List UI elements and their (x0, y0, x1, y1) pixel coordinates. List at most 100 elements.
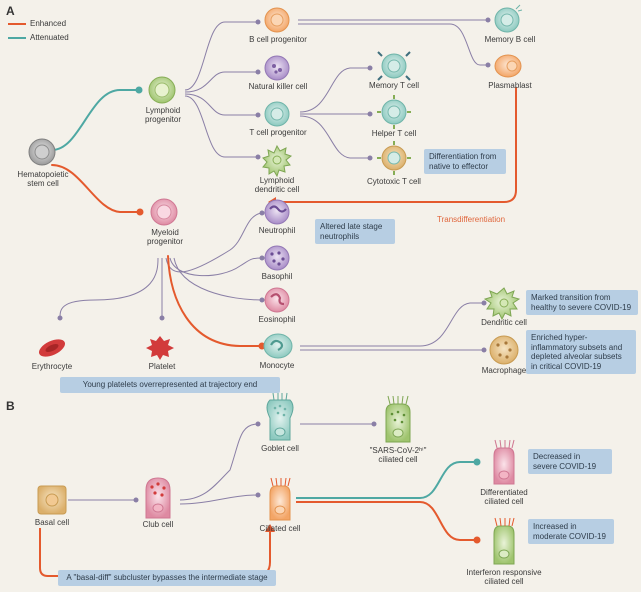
connector-lines-a (59, 19, 488, 351)
dendritic-cell-label: Dendritic cell (481, 318, 527, 327)
lymphoid-progenitor-icon (148, 76, 176, 104)
club-cell-label: Club cell (142, 520, 174, 529)
differentiated-ciliated-label: Differentiated ciliated cell (480, 488, 528, 507)
sars-ciliated-cell-icon (385, 395, 411, 443)
plasmablast-label: Plasmablast (488, 81, 532, 90)
erythrocyte-icon (38, 339, 66, 357)
note-platelets: Young platelets overrepresented at traje… (60, 377, 280, 393)
enhanced-dot-myeloid (136, 208, 144, 216)
enhanced-myeloid-monocyte (167, 255, 263, 347)
myeloid-progenitor-icon (150, 198, 178, 226)
b-cell-progenitor-icon (264, 7, 290, 33)
neutrophil-icon (264, 199, 290, 225)
basophil-label: Basophil (261, 272, 293, 281)
connector-t-progenitor (184, 93, 258, 116)
t-cell-progenitor-icon (264, 101, 290, 127)
connector-basophil (169, 257, 263, 277)
note-dendritic: Marked transition from healthy to severe… (526, 290, 638, 316)
b-cell-progenitor-label: B cell progenitor (249, 35, 307, 44)
connector-plasmablast (298, 23, 488, 66)
helper-t-label: Helper T cell (371, 129, 417, 138)
basal-diff-arrowhead (265, 524, 275, 532)
neutrophil-label: Neutrophil (258, 226, 296, 235)
helper-t-icon (377, 95, 411, 129)
hsc-label: Hematopoietic stem cell (17, 170, 69, 189)
differentiated-ciliated-icon (493, 439, 515, 485)
natural-killer-icon (264, 55, 290, 81)
connector-lymphoid-dc (184, 95, 258, 158)
memory-b-icon (494, 4, 523, 33)
eosinophil-icon (264, 287, 290, 313)
club-cell-icon (145, 477, 171, 519)
platelet-icon (146, 336, 174, 360)
basal-cell-label: Basal cell (34, 518, 70, 527)
attenuated-dot (135, 86, 143, 94)
macrophage-label: Macrophage (481, 366, 527, 375)
enhanced-dot-b (473, 536, 481, 544)
enhanced-interferon (296, 501, 476, 541)
ciliated-cell-icon (269, 477, 291, 521)
goblet-cell-label: Goblet cell (261, 444, 299, 453)
eosinophil-label: Eosinophil (258, 315, 296, 324)
erythrocyte-label: Erythrocyte (31, 362, 73, 371)
legend-attenuated-label: Attenuated (30, 33, 69, 42)
lymphoid-dendritic-icon (262, 144, 293, 178)
endpoint-dots-a (57, 17, 491, 353)
enhanced-basal-diff (39, 528, 271, 577)
section-a-label: A (6, 4, 15, 18)
myeloid-progenitor-label: Myeloid progenitor (146, 228, 184, 247)
connector-memory-t (299, 67, 370, 113)
connector-club-goblet (179, 423, 259, 501)
connector-b-progenitor (184, 21, 258, 91)
connector-eosinophil (173, 257, 263, 301)
attenuated-differentiated (296, 461, 476, 499)
basal-cell-icon (37, 485, 67, 515)
dendritic-cell-icon (483, 287, 521, 321)
basophil-icon (264, 245, 290, 271)
memory-t-icon (377, 51, 411, 81)
enhanced-hsc-myeloid (51, 164, 141, 213)
interferon-ciliated-icon (493, 517, 515, 565)
attenuated-hsc-lymphoid (51, 89, 138, 151)
memory-t-label: Memory T cell (369, 81, 419, 90)
connector-club-ciliated (179, 494, 259, 505)
ciliated-cell-label: Ciliated cell (259, 524, 301, 533)
macrophage-icon (489, 335, 519, 365)
monocyte-label: Monocyte (259, 361, 295, 370)
note-neutrophils: Altered late stage neutrophils (315, 219, 395, 245)
endpoint-dots-b (133, 421, 377, 503)
cytotoxic-t-label: Cytotoxic T cell (367, 177, 421, 186)
note-differentiation: Differentiation from native to effector (424, 149, 506, 175)
connector-lines-b (68, 423, 374, 505)
legend-enhanced-label: Enhanced (30, 19, 67, 28)
interferon-ciliated-label: Interferon responsive ciliated cell (466, 568, 542, 587)
goblet-cell-icon (266, 392, 294, 441)
connector-erythrocyte (59, 257, 159, 319)
plasmablast-icon (494, 54, 522, 78)
connector-nk (184, 71, 258, 93)
note-decreased: Decreased in severe COVID-19 (528, 449, 612, 475)
sars-ciliated-label: "SARS-CoV-2ʰⁱ" ciliated cell (369, 446, 427, 465)
memory-b-label: Memory B cell (484, 35, 536, 44)
note-basal-diff: A "basal-diff" subcluster bypasses the i… (58, 570, 276, 586)
platelet-label: Platelet (148, 362, 176, 371)
note-increased: Increased in moderate COVID-19 (528, 519, 614, 545)
connector-dendritic (300, 302, 484, 347)
monocyte-icon (263, 333, 293, 359)
enhanced-paths-a (51, 87, 517, 347)
hsc-cell-icon (28, 138, 56, 166)
lymphoid-dendritic-label: Lymphoid dendritic cell (254, 176, 300, 195)
natural-killer-label: Natural killer cell (248, 82, 308, 91)
connector-neutrophil (165, 212, 263, 273)
attenuated-dot-b (473, 458, 481, 466)
note-macrophage: Enriched hyper- inflammatory subsets and… (526, 330, 636, 375)
enhanced-transdifferentiation (269, 87, 517, 203)
cytotoxic-t-icon (377, 141, 411, 175)
t-cell-progenitor-label: T cell progenitor (249, 128, 307, 137)
section-b-label: B (6, 399, 15, 413)
transdifferentiation-label: Transdifferentiation (437, 215, 506, 224)
connector-cytotoxic-t (299, 115, 370, 159)
lymphoid-progenitor-label: Lymphoid progenitor (144, 106, 182, 125)
